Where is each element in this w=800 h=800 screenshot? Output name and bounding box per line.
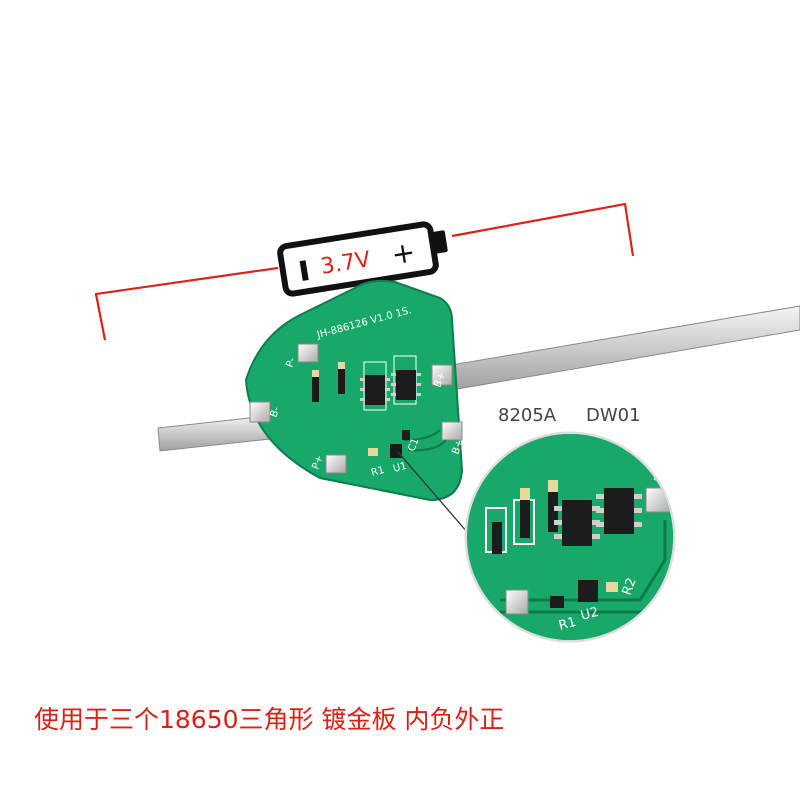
zoom-ref-u2: U2: [579, 605, 600, 624]
zoom-ref-r2: R2: [620, 576, 640, 597]
pad-b-plus-right: [441, 421, 463, 441]
ref-u1: U1: [392, 461, 408, 475]
nickel-strip-right: [427, 305, 800, 394]
pad-b-plus-top: [431, 364, 453, 386]
ref-r1: R1: [370, 465, 386, 479]
chip-dw01: [391, 370, 421, 400]
caption-text: 使用于三个18650三角形 镀金板 内负外正: [34, 705, 505, 734]
label-dw01: DW01: [586, 405, 641, 426]
pad-p-minus: [297, 343, 319, 363]
zoom-magnifier: B+ R1 U2 R2: [464, 431, 676, 643]
pad-label-p-plus: P+: [310, 454, 325, 471]
pad-label-p-minus: P-: [284, 356, 298, 369]
battery-icon: 3.7V +: [277, 221, 448, 297]
zoom-pad-label-b-plus: B+: [652, 462, 673, 486]
battery-plus-symbol: +: [389, 235, 417, 271]
pad-label-b-plus-top: B+: [432, 371, 448, 389]
pad-label-b-plus-right: B+: [450, 438, 466, 456]
chip-8205a: [360, 375, 390, 405]
ref-c1: C1: [406, 437, 421, 453]
pad-label-b-minus: B-: [268, 405, 282, 419]
dimension-bracket: [94, 202, 635, 341]
zoom-ref-r1: R1: [557, 615, 578, 634]
label-8205a: 8205A: [498, 405, 557, 426]
zoom-callout-line: [397, 451, 475, 541]
pcb-board: JH-886126 V1.0 1S. P- B- P+ B+ B+: [244, 279, 466, 502]
pad-b-minus: [249, 401, 271, 423]
pad-p-plus: [325, 454, 347, 474]
